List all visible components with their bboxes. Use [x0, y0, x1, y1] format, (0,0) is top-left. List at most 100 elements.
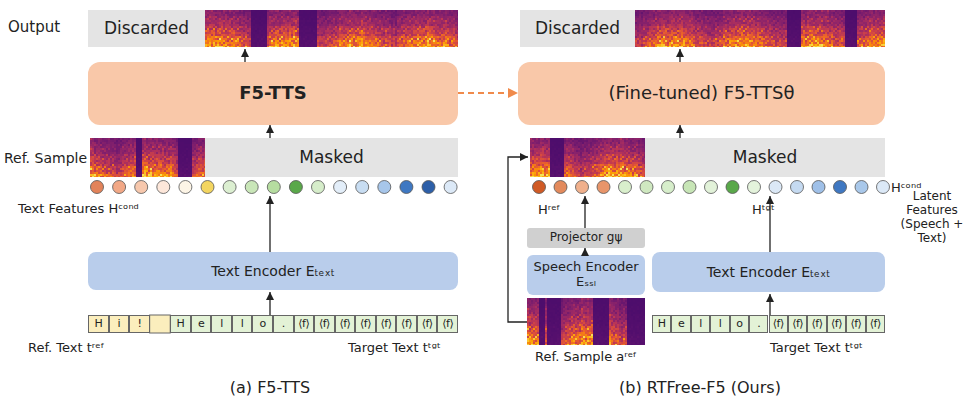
feature-dot [748, 181, 761, 194]
node-text: Text Encoder Eₜₑₓₜ [707, 264, 831, 280]
feature-dot [791, 181, 804, 194]
token-cell: ⟨f⟩ [314, 315, 335, 333]
feature-dot [855, 181, 868, 194]
arrow-connector [458, 92, 518, 94]
feature-dot [812, 181, 825, 194]
encoder-box: Text Encoder Eₜₑₓₜ [652, 252, 885, 292]
flow-arrow [269, 196, 270, 252]
feature-dot [113, 181, 126, 194]
token-cell: ⟨f⟩ [437, 315, 458, 333]
token-cell: ⟨f⟩ [376, 315, 397, 333]
token-cell: H [170, 315, 191, 333]
text-label: Target Text tᵗᵍᵗ [348, 338, 488, 358]
feature-dot [769, 181, 782, 194]
token-cell: e [191, 315, 212, 333]
token-cell: ⟨f⟩ [866, 315, 885, 333]
feature-dot [877, 181, 890, 194]
feature-dot [245, 181, 258, 194]
flow-arrow [244, 49, 245, 62]
feature-dot [135, 181, 148, 194]
feature-dot [334, 181, 347, 194]
subfigure-caption: (b) RTFree-F5 (Ours) [590, 376, 810, 400]
feature-dot [400, 181, 413, 194]
token-cell: ⟨f⟩ [807, 315, 826, 333]
masked-box: Masked [205, 138, 458, 177]
encoder-box: Speech Encoder Eₛₛₗ [527, 255, 645, 295]
spectrogram [530, 138, 645, 177]
encoder-box: Text Encoder Eₜₑₓₜ [88, 252, 458, 290]
token-cell: l [232, 315, 253, 333]
projector-box: Projector gψ [527, 228, 645, 248]
feature-dot [834, 181, 847, 194]
node-text: (Fine-tuned) F5-TTSθ [609, 83, 795, 104]
model-box: F5-TTS [88, 62, 458, 125]
row-label: Ref. Sample [4, 147, 94, 169]
token-cell: . [273, 315, 294, 333]
feature-dot [422, 181, 435, 194]
node-text: F5-TTS [239, 83, 307, 104]
arrow-connector [269, 125, 270, 138]
arrow-connector [679, 125, 680, 138]
token-cell: i [109, 315, 130, 333]
feature-dot [312, 181, 325, 194]
feature-dot [576, 181, 589, 194]
discarded-box: Discarded [88, 10, 205, 47]
row-label: Output [8, 17, 88, 39]
feature-dot [91, 181, 104, 194]
text-label: Ref. Sample aʳᵉᶠ [516, 347, 656, 367]
feature-dot [267, 181, 280, 194]
spectrogram [90, 138, 205, 177]
feature-label: Hᶜᵒⁿᵈ [891, 178, 961, 198]
token-cell: ⟨f⟩ [396, 315, 417, 333]
node-text: Discarded [104, 19, 189, 39]
text-label: Ref. Text tʳᵉᶠ [28, 338, 168, 358]
feature-label: Hᵗᵍᵗ [752, 200, 802, 220]
token-cell: ⟨f⟩ [294, 315, 315, 333]
token-cell: l [710, 315, 729, 333]
flow-arrow [584, 196, 585, 228]
subfigure-caption: (a) F5-TTS [170, 376, 370, 400]
feature-dot [726, 181, 739, 194]
feature-dot [619, 181, 632, 194]
feature-dot [554, 181, 567, 194]
flow-arrow [769, 294, 770, 315]
flow-arrow [679, 49, 680, 62]
node-text: Masked [733, 148, 797, 168]
masked-box: Masked [645, 138, 885, 177]
feature-dot [597, 181, 610, 194]
token-cell-blank [150, 315, 171, 333]
feature-dot [289, 181, 302, 194]
flow-arrow [269, 292, 270, 315]
token-cell: H [88, 315, 109, 333]
token-cell: ⟨f⟩ [769, 315, 788, 333]
feature-dot [223, 181, 236, 194]
token-cell: l [691, 315, 710, 333]
arrow-connector [584, 248, 585, 255]
loop-arrow [508, 157, 528, 322]
token-cell: ⟨f⟩ [355, 315, 376, 333]
feature-label: Latent Features (Speech + Text) [886, 200, 977, 236]
node-text: Text Encoder Eₜₑₓₜ [211, 263, 335, 279]
node-text: Masked [299, 148, 363, 168]
feature-dot [157, 181, 170, 194]
feature-label: Hʳᵉᶠ [538, 200, 588, 220]
spectrogram [635, 10, 885, 47]
node-text: Projector gψ [550, 231, 623, 245]
token-cell: . [749, 315, 768, 333]
token-cell: o [730, 315, 749, 333]
token-cell: ⟨f⟩ [827, 315, 846, 333]
token-cell: l [211, 315, 232, 333]
feature-dot [640, 181, 653, 194]
token-cell: ⟨f⟩ [335, 315, 356, 333]
node-text: Speech Encoder Eₛₛₗ [527, 260, 645, 290]
token-cell: ! [129, 315, 150, 333]
model-box: (Fine-tuned) F5-TTSθ [518, 62, 885, 125]
node-text: Discarded [535, 19, 620, 39]
token-cell: e [671, 315, 690, 333]
token-cell: o [252, 315, 273, 333]
token-cell: ⟨f⟩ [846, 315, 865, 333]
token-cell: ⟨f⟩ [417, 315, 438, 333]
feature-dot [705, 181, 718, 194]
token-cell: H [652, 315, 671, 333]
token-cell: ⟨f⟩ [788, 315, 807, 333]
